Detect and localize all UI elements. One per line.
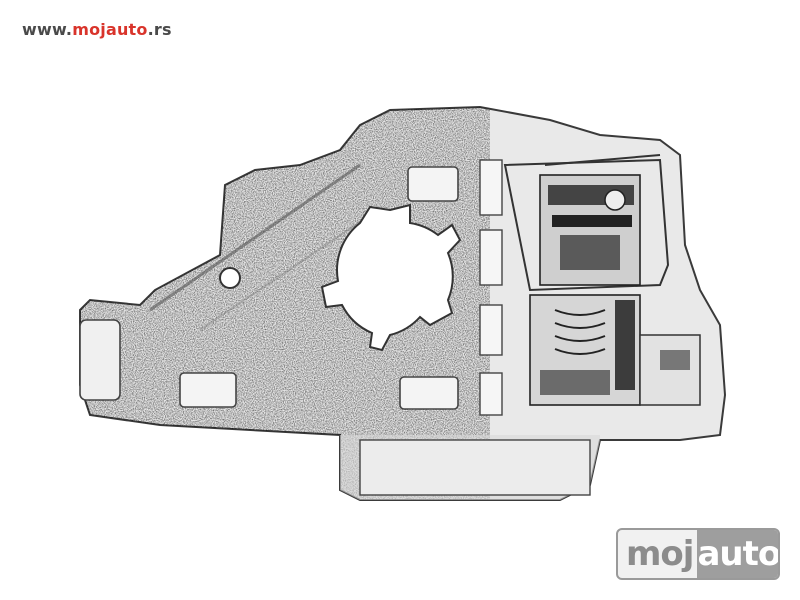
watermark-left: moj bbox=[626, 534, 694, 574]
rib-column bbox=[479, 159, 503, 416]
site-url-brand: moj bbox=[72, 20, 106, 39]
site-url-brand-rest: auto bbox=[105, 20, 148, 39]
bulb-opening bbox=[320, 203, 462, 352]
mounting-hole bbox=[219, 267, 241, 289]
watermark-logo: moj auto bbox=[616, 528, 780, 580]
clip-tab bbox=[399, 376, 459, 410]
site-url[interactable]: www.mojauto.rs bbox=[22, 20, 172, 39]
bottom-tab bbox=[359, 439, 591, 496]
adjuster-mechanism bbox=[529, 174, 701, 406]
site-url-prefix: www. bbox=[22, 20, 73, 39]
clip-tab bbox=[407, 166, 459, 202]
watermark-right: auto bbox=[697, 530, 778, 578]
clip-tab bbox=[179, 372, 237, 408]
clip-tab bbox=[79, 319, 121, 401]
headlamp-bracket-illustration bbox=[79, 105, 727, 501]
site-url-suffix: .rs bbox=[147, 20, 172, 39]
bracket-ridge bbox=[149, 163, 361, 312]
bracket-frame bbox=[503, 158, 670, 292]
